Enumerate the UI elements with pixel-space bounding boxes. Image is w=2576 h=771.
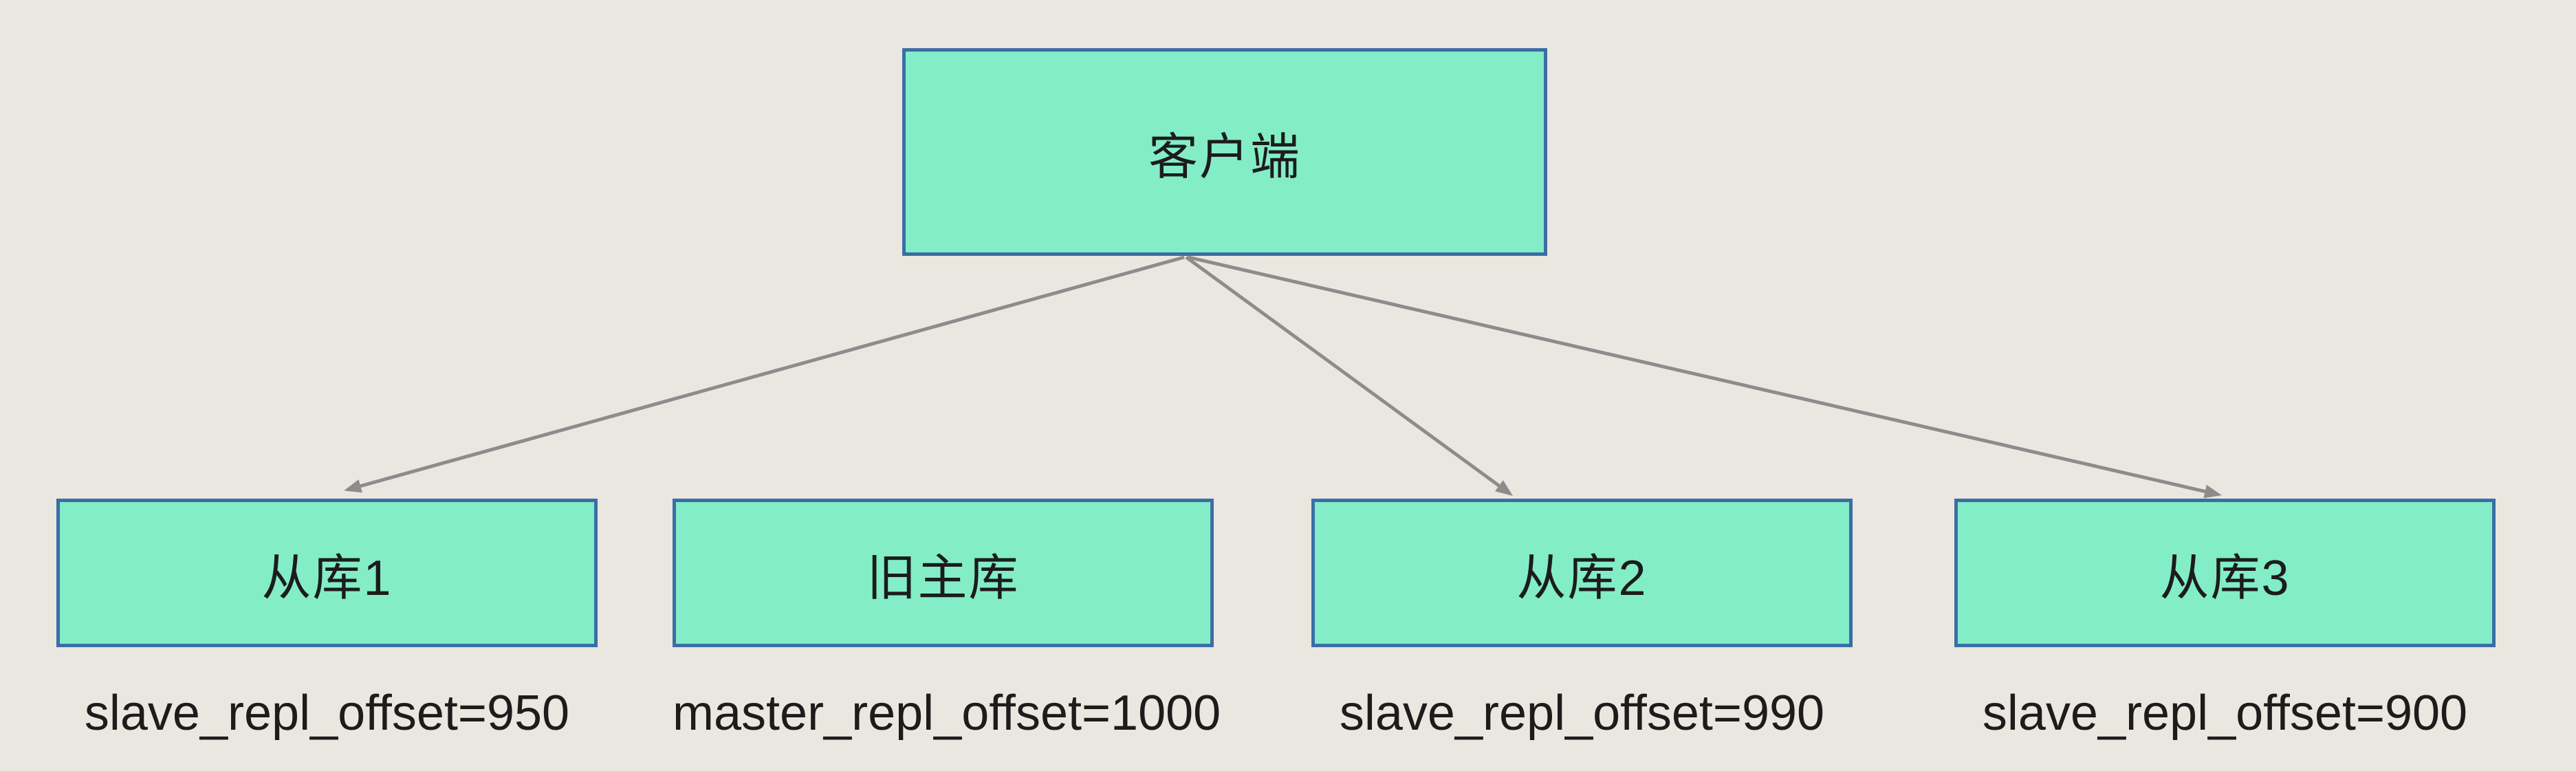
slave3-node: 从库3 (1954, 499, 2496, 647)
slave1-node-label: 从库1 (261, 550, 393, 606)
old-master-node: 旧主库 (673, 499, 1214, 647)
client-node-label: 客户端 (1148, 129, 1301, 185)
arrow-client-to-slave1 (344, 255, 1185, 493)
client-node: 客户端 (902, 48, 1547, 256)
slave2-node: 从库2 (1311, 499, 1853, 647)
slave1-node: 从库1 (56, 499, 598, 647)
slave3-node-label: 从库3 (2159, 550, 2291, 606)
arrow-client-to-slave2 (1185, 255, 1514, 496)
slave2-offset-label: slave_repl_offset=990 (1339, 686, 1825, 741)
slave1-offset-label: slave_repl_offset=950 (84, 686, 570, 741)
old-master-node-label: 旧主库 (866, 550, 1020, 606)
arrow-client-to-slave3 (1188, 255, 2222, 499)
slave2-node-label: 从库2 (1516, 550, 1648, 606)
slave3-offset-label: slave_repl_offset=900 (1982, 686, 2468, 741)
old-master-offset-label: master_repl_offset=1000 (673, 686, 1221, 741)
